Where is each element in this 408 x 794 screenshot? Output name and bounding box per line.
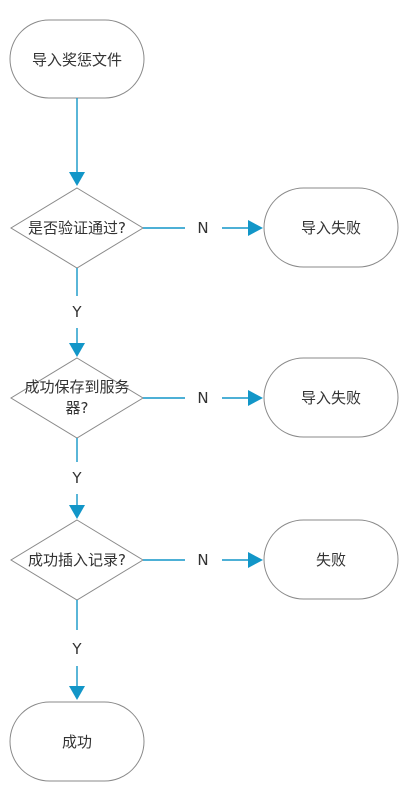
arrowhead-right — [248, 220, 263, 236]
edge-saved-yes: Y — [69, 438, 85, 519]
arrowhead-down — [69, 505, 85, 519]
arrowhead-right — [248, 552, 263, 568]
edge-saved-no: N — [143, 389, 263, 407]
decision-validation: 是否验证通过? — [10, 187, 144, 269]
decision-inserted-label: 成功插入记录? — [28, 551, 126, 569]
edge-validation-yes: Y — [69, 268, 85, 357]
edge-validation-yes-label: Y — [71, 303, 82, 321]
decision-saved-label-line-2: 器? — [66, 399, 89, 417]
decision-validation-label: 是否验证通过? — [28, 219, 126, 237]
decision-saved-label-line-1: 成功保存到服务 — [24, 378, 129, 396]
start-node-label: 导入奖惩文件 — [32, 51, 122, 69]
fail-node-2: 导入失败 — [263, 357, 399, 438]
fail-node-1-label: 导入失败 — [301, 219, 361, 237]
fail-node-3-shape — [263, 519, 399, 600]
arrowhead-right — [248, 390, 263, 406]
decision-saved-shape — [10, 357, 144, 439]
edge-validation-no: N — [143, 219, 263, 237]
edge-inserted-no-label: N — [197, 551, 208, 569]
edge-saved-no-label: N — [197, 389, 208, 407]
start-node: 导入奖惩文件 — [9, 19, 145, 99]
edge-inserted-no: N — [143, 551, 263, 569]
edge-validation-no-label: N — [197, 219, 208, 237]
decision-saved: 成功保存到服务 器? — [10, 357, 144, 439]
decision-inserted: 成功插入记录? — [10, 519, 144, 601]
edge-start-to-validation — [69, 98, 85, 186]
edge-saved-yes-label: Y — [71, 469, 82, 487]
fail-node-3-label: 失败 — [316, 551, 346, 569]
arrowhead-down — [69, 686, 85, 700]
fail-node-2-shape — [263, 357, 399, 438]
fail-node-1: 导入失败 — [263, 187, 399, 268]
success-node-label: 成功 — [62, 733, 92, 751]
arrowhead-down — [69, 343, 85, 357]
success-node: 成功 — [9, 701, 145, 782]
success-node-shape — [9, 701, 145, 782]
fail-node-2-label: 导入失败 — [301, 389, 361, 407]
edge-inserted-yes-label: Y — [71, 640, 82, 658]
fail-node-1-shape — [263, 187, 399, 268]
fail-node-3: 失败 — [263, 519, 399, 600]
edge-inserted-yes: Y — [69, 600, 85, 700]
arrowhead-down — [69, 172, 85, 186]
